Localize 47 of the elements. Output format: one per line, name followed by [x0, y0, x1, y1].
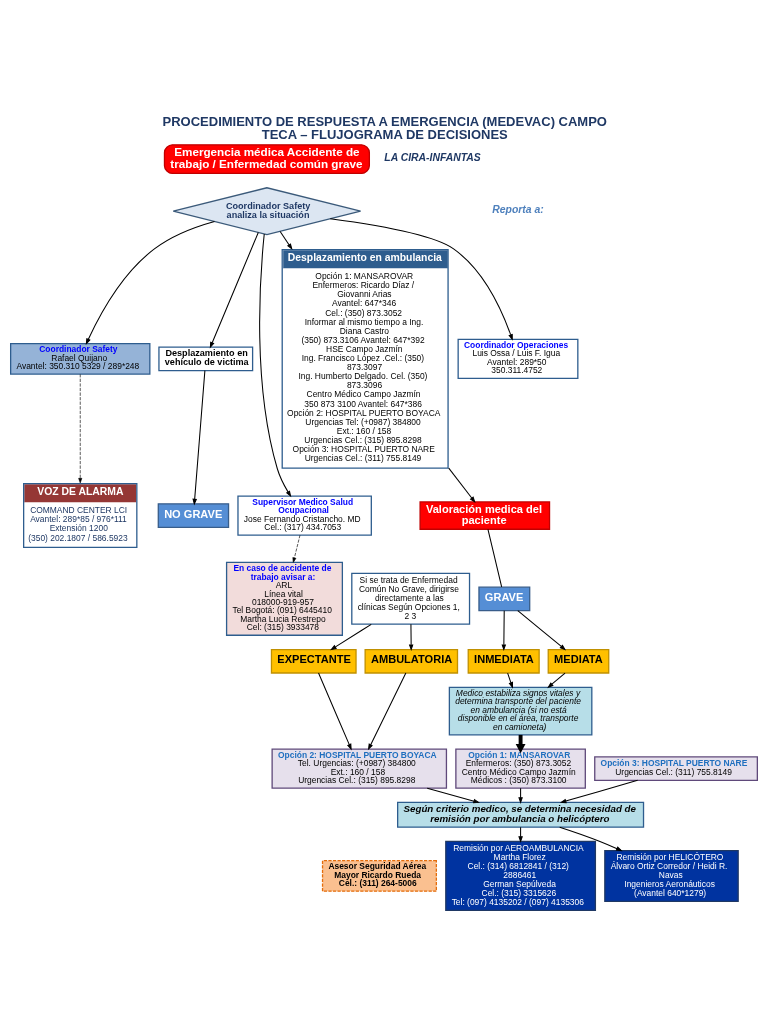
arrow — [448, 467, 476, 503]
node-box: Desplazamiento en vehículo de victima — [158, 346, 254, 372]
diagram-title: PROCEDIMIENTO DE RESPUESTA A EMERGENCIA (MEDEVAC) CAMPO TECA – FLUJOGRAMA DE DECISIONES — [162, 113, 607, 142]
connector — [487, 528, 503, 588]
arrow — [507, 672, 514, 689]
arrow — [408, 623, 414, 652]
node-box: Valoración medica del paciente — [419, 501, 551, 530]
node-box: GRAVE — [478, 586, 531, 612]
node-box: En caso de accidente de trabajo avisar a: ARL Línea vital 018000-919-957 Tel Bogotá: (091) 6445410 Martha Lucia Restrepo Cel: (315) 3933478 — [225, 561, 343, 636]
node-box: Coordinador Safety Rafael Quijano Avantel: 350.310 5329 / 289*248 — [10, 342, 151, 375]
arrow — [518, 787, 523, 804]
arrow — [279, 231, 293, 251]
node-box: Coordinador Operaciones Luis Ossa / Luis F. Igua Avantel: 289*50 350.311.4752 — [457, 338, 579, 379]
arrow — [330, 623, 372, 651]
arrow — [518, 826, 523, 843]
arrow — [292, 534, 301, 563]
arrow — [517, 610, 567, 651]
arrow — [318, 672, 352, 751]
node-box: NO GRAVE — [157, 503, 230, 528]
node-box: EXPECTANTE — [270, 648, 357, 674]
node-box: MEDIATA — [547, 648, 610, 674]
node-box: Remisión por AEROAMBULANCIA Martha Florez Cel.: (314) 6812841 / (312) 2886461 German Sepúlveda Cel.: (315) 3315626 Tel: (097) 4135202 / (097) 4135306 — [445, 840, 597, 912]
label: Reporta a: — [492, 203, 544, 215]
node-diamond: Coordinador Safety analiza la situación — [172, 187, 362, 236]
arrow — [209, 231, 259, 349]
arrow — [367, 672, 407, 751]
arrow — [547, 672, 566, 689]
arrow — [501, 610, 507, 652]
label: LA CIRA-INFANTAS — [384, 151, 481, 163]
arrow — [329, 218, 513, 341]
node-box: Opción 3: HOSPITAL PUERTO NARE Urgencias Cel.: (311) 755.8149 — [594, 756, 758, 781]
node-box: Asesor Seguridad Aérea Mayor Ricardo Rueda Cel.: (311) 264-5006 — [321, 860, 437, 892]
arrow — [78, 374, 83, 484]
arrow — [259, 233, 292, 498]
node-box: Supervisor Medico Salud Ocupacional Jose Fernando Cristancho. MD Cel.: (317) 434.7053 — [237, 495, 372, 536]
arrow — [85, 220, 216, 345]
arrow — [559, 779, 639, 804]
node-box: Remisión por HELICÓTERO Álvaro Ortiz Corredor / Heidi R. Navas Ingenieros Aeronáuticos (Avantel 640*1279) — [604, 849, 739, 902]
arrow — [192, 370, 206, 506]
node-box: Si se trata de Enfermedad Común No Grave, dirigirse directamente a las clínicas Según Opciones 1, 2 3 — [351, 572, 471, 625]
node-box: Emergencia médica Accidente de trabajo / Enfermedad común grave — [163, 144, 370, 175]
node-box: Según criterio medico, se determina necesidad de remisión por ambulancia o helicóptero — [397, 801, 645, 828]
node-box: Opción 1: MANSAROVAR Enfermeros: (350) 873.3052 Centro Médico Campo Jazmín Médicos : (350) 873.3100 — [455, 748, 586, 789]
node-box: Opción 2: HOSPITAL PUERTO BOYACA Tel. Urgencias: (+0987) 384800 Ext.: 160 / 158 Urgencias Cel.: (315) 895.8298 — [271, 748, 448, 789]
node-box: AMBULATORIA — [364, 648, 459, 674]
node-box: Medico estabiliza signos vitales y determina transporte del paciente en ambulancia (si no está disponible en el área, transporte en camioneta) — [448, 686, 593, 736]
node-box: INMEDIATA — [467, 648, 540, 674]
